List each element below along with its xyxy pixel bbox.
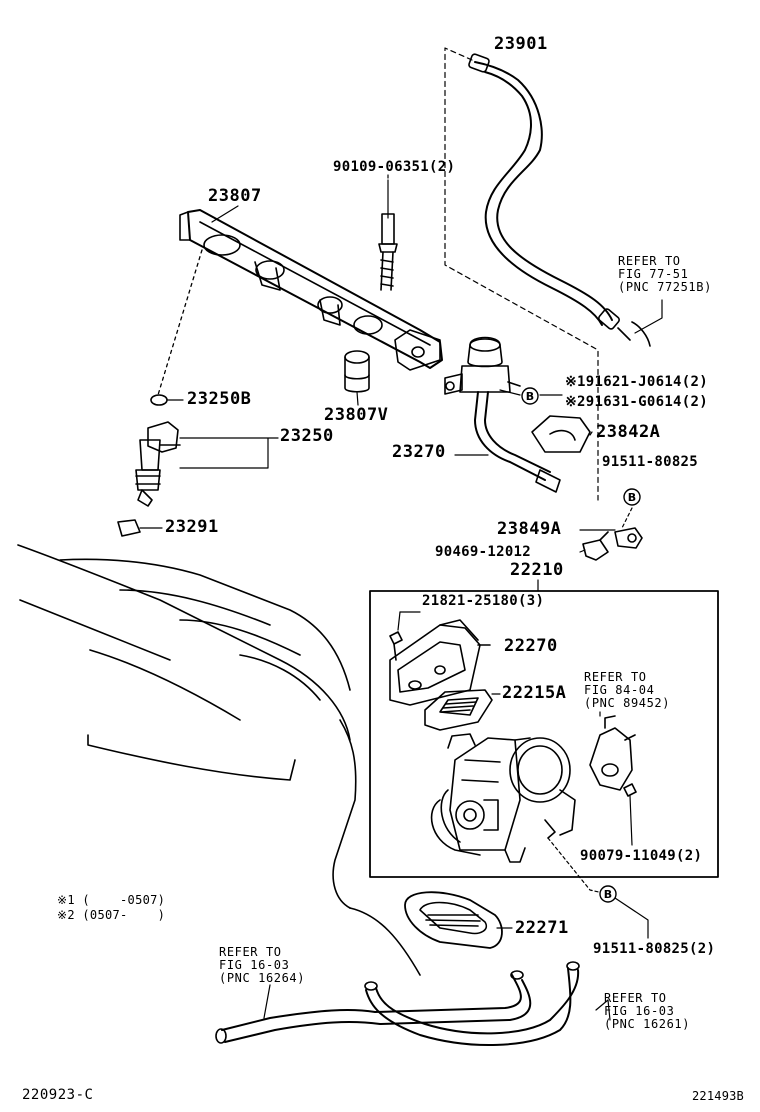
leader-23807v	[356, 391, 359, 406]
label-22270: 22270	[504, 636, 558, 656]
throttle-b3-leader	[547, 837, 604, 894]
label-23291: 23291	[165, 517, 219, 537]
marker-b2: B	[628, 491, 636, 504]
label-91511-b: 91511-80825(2)	[593, 941, 716, 957]
label-90469: 90469-12012	[435, 544, 532, 560]
ref-77-line3: (PNC 77251B)	[618, 280, 712, 294]
throttle-body-box	[369, 590, 719, 878]
gasket-23849a	[614, 527, 643, 549]
idle-speed-valve-22270	[389, 619, 491, 706]
footer-right-code: 221493B	[692, 1089, 744, 1103]
ref-16b-line3: (PNC 16261)	[604, 1017, 691, 1031]
leader-23842a	[589, 431, 593, 436]
label-23807v: 23807V	[324, 405, 389, 425]
label-23270: 23270	[392, 442, 446, 462]
marker-b1: B	[526, 390, 534, 403]
label-22215a: 22215A	[502, 683, 567, 703]
label-23901: 23901	[494, 34, 548, 54]
insulator-23807v	[344, 350, 370, 393]
label-23849a: 23849A	[497, 519, 562, 539]
ref-77-leader	[634, 299, 663, 334]
label-23842a: 23842A	[596, 422, 661, 442]
throttle-body	[430, 733, 576, 863]
fuel-hose-23901	[468, 53, 651, 347]
label-90079: 90079-11049(2)	[580, 848, 703, 864]
ref-fig-16-03-a: REFER TO FIG 16-03 (PNC 16264)	[219, 946, 305, 985]
engine-cover-outline	[17, 544, 421, 976]
gasket-22271	[404, 891, 513, 949]
label-22210: 22210	[510, 560, 564, 580]
label-91621: ※191621-J0614(2)	[565, 374, 708, 390]
throttle-position-sensor	[589, 711, 636, 791]
gasket-22215a	[424, 689, 501, 731]
b3-label-leader	[614, 897, 649, 939]
footnote-1: ※1 ( -0507)	[57, 893, 166, 907]
footnote-2: ※2 (0507- )	[57, 908, 166, 922]
ref-fig-16-03-b: REFER TO FIG 16-03 (PNC 16261)	[604, 992, 690, 1031]
label-91631: ※291631-G0614(2)	[565, 394, 708, 410]
ref-16a-line1: REFER TO	[219, 945, 282, 959]
leader-23807	[211, 205, 239, 223]
seal-23291	[117, 519, 141, 537]
ref-16b-line2: FIG 16-03	[604, 1004, 675, 1018]
ref-16a-line2: FIG 16-03	[219, 958, 290, 972]
pressure-regulator-23270	[444, 336, 561, 493]
ref-fig-77-51: REFER TO FIG 77-51 (PNC 77251B)	[618, 255, 712, 294]
label-90109: 90109-06351(2)	[333, 159, 456, 175]
o-ring-23250b	[150, 394, 168, 406]
b2-dotted-leader	[621, 507, 633, 529]
label-21821: 21821-25180(3)	[422, 593, 545, 609]
fuel-rail-23807	[179, 209, 443, 371]
marker-b3: B	[604, 888, 612, 901]
marker-b3-circle	[599, 885, 617, 903]
footer-left-code: 220923-C	[22, 1087, 94, 1103]
label-23807: 23807	[208, 186, 262, 206]
ref-16a-line3: (PNC 16264)	[219, 971, 306, 985]
bypass-hoses	[215, 961, 611, 1047]
clip-90469	[582, 531, 609, 561]
injector-dotted-leader	[157, 249, 203, 396]
screw-90079	[623, 783, 637, 846]
ref-16b-line1: REFER TO	[604, 991, 667, 1005]
cushion-23842a	[531, 415, 591, 453]
clip-leader	[579, 549, 586, 553]
marker-b2-circle	[623, 488, 641, 506]
ref-77-line2: FIG 77-51	[618, 267, 689, 281]
bolt-90109	[378, 179, 398, 291]
ref-84-line3: (PNC 89452)	[584, 696, 671, 710]
ref-84-line2: FIG 84-04	[584, 683, 655, 697]
hose-dashed-leader	[444, 47, 599, 501]
injector-23250	[135, 421, 181, 507]
leader-b1	[499, 389, 521, 396]
screw-21821	[389, 611, 421, 661]
injector-bracket	[179, 437, 279, 469]
ref-fig-84-04: REFER TO FIG 84-04 (PNC 89452)	[584, 671, 670, 710]
label-91511-a: 91511-80825	[602, 454, 699, 470]
ref-84-line1: REFER TO	[584, 670, 647, 684]
label-23250b: 23250B	[187, 389, 252, 409]
marker-b1-circle	[521, 387, 539, 405]
label-23250: 23250	[280, 426, 334, 446]
ref-77-line1: REFER TO	[618, 254, 681, 268]
label-22271: 22271	[515, 918, 569, 938]
